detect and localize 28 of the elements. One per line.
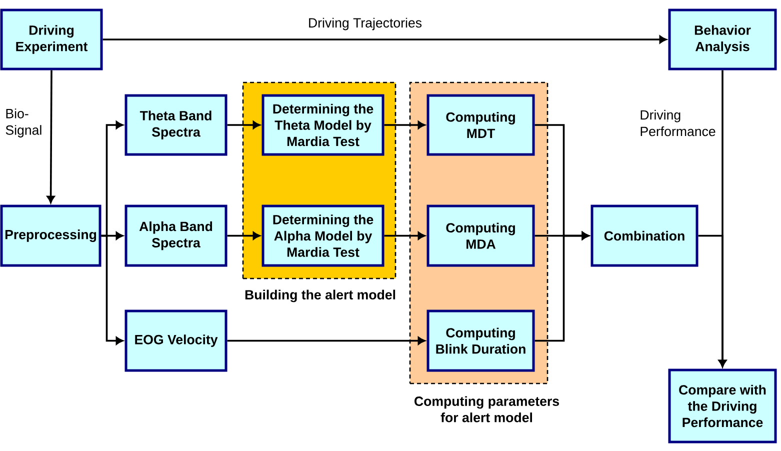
group-label: Computing parameters for alert model <box>414 396 559 422</box>
arrow <box>698 234 726 368</box>
process-box: Preprocessing <box>0 204 102 267</box>
process-box: Compare with the Driving Performance <box>668 368 777 444</box>
arrow <box>227 336 426 345</box>
edge-label: Driving Performance <box>638 108 719 138</box>
process-box: EOG Velocity <box>124 310 228 372</box>
process-box: Combination <box>590 204 698 267</box>
arrow <box>227 232 260 240</box>
edge-label: Bio- Signal <box>4 108 46 138</box>
arrow <box>384 121 426 129</box>
process-box: Computing Blink Duration <box>426 310 535 372</box>
arrow <box>102 36 667 44</box>
process-box: Computing MDT <box>426 94 535 156</box>
group-label: Building the alert model <box>245 290 396 302</box>
edge-label: Driving Trajectories <box>306 16 424 32</box>
arrow <box>384 232 426 240</box>
process-box: Determining the Theta Model by Mardia Test <box>262 94 384 156</box>
process-box: Alpha Band Spectra <box>124 204 228 267</box>
process-box: Determining the Alpha Model by Mardia Test <box>262 204 384 267</box>
process-box: Behavior Analysis <box>668 8 777 70</box>
arrow <box>46 70 55 204</box>
arrow <box>534 232 590 342</box>
process-box: Theta Band Spectra <box>124 94 228 156</box>
arrow <box>227 121 260 129</box>
arrow <box>101 234 124 345</box>
process-box: Computing MDA <box>426 204 535 267</box>
process-box: Driving Experiment <box>0 8 103 70</box>
